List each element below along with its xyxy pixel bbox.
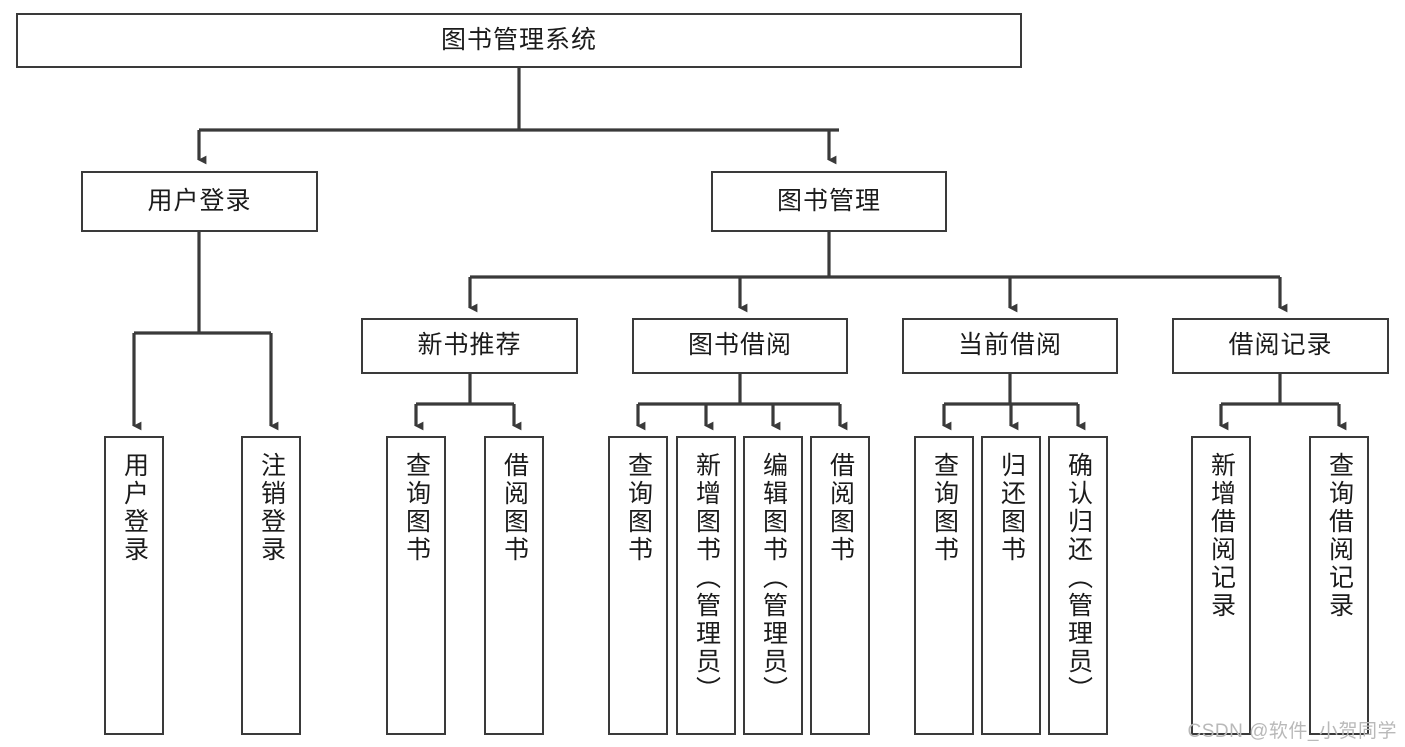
node-borrow-record[interactable]: 借阅记录 (1172, 318, 1389, 374)
node-label: 查询图书 (930, 452, 959, 564)
leaf-edit-book-admin[interactable]: 编辑图书（管理员） (743, 436, 803, 735)
node-root-library-system[interactable]: 图书管理系统 (16, 13, 1022, 68)
node-label: 借阅记录 (1228, 331, 1333, 360)
node-label: 用户登录 (120, 452, 149, 564)
node-user-login[interactable]: 用户登录 (81, 171, 318, 232)
node-current-borrow[interactable]: 当前借阅 (902, 318, 1118, 374)
node-label: 确认归还（管理员） (1064, 452, 1093, 704)
leaf-query-borrow-record[interactable]: 查询借阅记录 (1309, 436, 1369, 735)
leaf-user-login[interactable]: 用户登录 (104, 436, 164, 735)
leaf-query-book-borrow[interactable]: 查询图书 (608, 436, 668, 735)
node-label: 图书管理 (776, 186, 881, 215)
node-label: 编辑图书（管理员） (759, 452, 788, 704)
node-label: 新书推荐 (417, 331, 522, 360)
leaf-borrow-book-new-rec[interactable]: 借阅图书 (484, 436, 544, 735)
node-label: 查询图书 (624, 452, 653, 564)
leaf-return-book[interactable]: 归还图书 (981, 436, 1041, 735)
leaf-confirm-return-admin[interactable]: 确认归还（管理员） (1048, 436, 1108, 735)
node-label: 借阅图书 (500, 452, 529, 564)
node-label: 注销登录 (257, 452, 286, 564)
node-label: 新增借阅记录 (1207, 452, 1236, 620)
csdn-watermark: CSDN @软件_小贺同学 (1187, 721, 1397, 742)
leaf-add-borrow-record[interactable]: 新增借阅记录 (1191, 436, 1251, 735)
node-label: 新增图书（管理员） (692, 452, 721, 704)
node-label: 归还图书 (997, 452, 1026, 564)
node-label: 图书管理系统 (440, 25, 597, 54)
leaf-query-book-new-rec[interactable]: 查询图书 (386, 436, 446, 735)
leaf-add-book-admin[interactable]: 新增图书（管理员） (676, 436, 736, 735)
node-book-borrow[interactable]: 图书借阅 (632, 318, 848, 374)
leaf-borrow-book[interactable]: 借阅图书 (810, 436, 870, 735)
node-label: 用户登录 (147, 186, 252, 215)
leaf-query-book-current[interactable]: 查询图书 (914, 436, 974, 735)
node-label: 图书借阅 (687, 331, 792, 360)
leaf-logout-login[interactable]: 注销登录 (241, 436, 301, 735)
node-new-book-recommend[interactable]: 新书推荐 (361, 318, 578, 374)
node-label: 查询图书 (402, 452, 431, 564)
node-label: 当前借阅 (957, 331, 1062, 360)
node-book-manage[interactable]: 图书管理 (711, 171, 947, 232)
node-label: 借阅图书 (826, 452, 855, 564)
node-label: 查询借阅记录 (1325, 452, 1354, 620)
